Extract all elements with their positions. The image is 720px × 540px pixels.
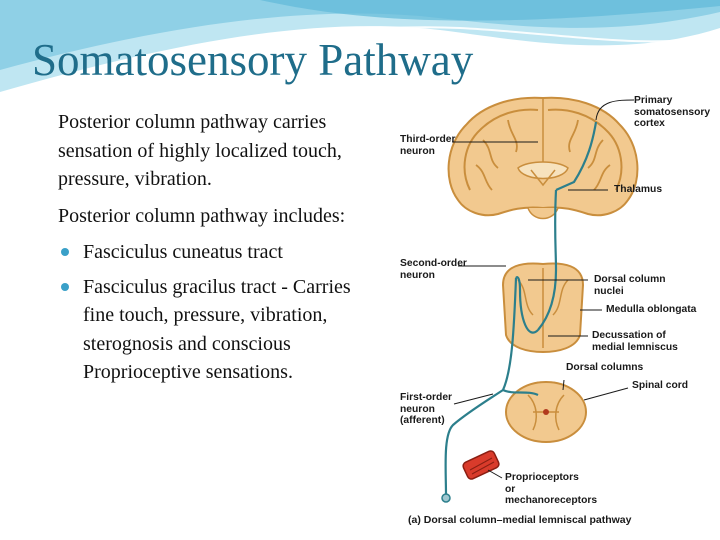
label-medulla-oblongata: Medulla oblongata — [606, 304, 697, 315]
pathway-illustration — [441, 96, 639, 503]
label-first-order-neuron: First-order neuron (afferent) — [400, 392, 453, 426]
label-thalamus: Thalamus — [614, 184, 663, 195]
label-dorsal-column-nuclei: Dorsal column nuclei — [594, 274, 666, 297]
label-decussation: Decussation of medial lemniscus — [592, 330, 678, 353]
label-third-order-neuron: Third-order neuron — [400, 134, 456, 157]
figure-caption: (a) Dorsal column–medial lemniscal pathw… — [408, 514, 632, 526]
body-paragraph: Posterior column pathway carries sensati… — [58, 111, 342, 190]
bullet-dot-icon — [61, 282, 69, 291]
list-item-text: Fasciculus cuneatus tract — [83, 241, 283, 263]
brain-section-icon — [447, 96, 639, 220]
label-primary-cortex: Primary somatosensory cortex — [634, 95, 711, 129]
label-second-order-neuron: Second-order neuron — [400, 258, 467, 281]
label-receptors: Proprioceptors or mechanoreceptors — [505, 472, 598, 506]
label-leader-lines — [452, 99, 635, 479]
label-dorsal-columns: Dorsal columns — [566, 362, 644, 373]
pathway-figure: Primary somatosensory cortex Third-order… — [388, 90, 720, 540]
list-item-text: Fasciculus gracilus tract - Carries fine… — [83, 275, 351, 384]
spinal-cord-section-icon — [505, 381, 587, 443]
slide-body: Posterior column pathway carries sensati… — [58, 108, 378, 393]
nerve-pathway-line — [444, 121, 598, 496]
bullet-dot-icon — [61, 248, 69, 256]
receptor-icon — [462, 450, 500, 480]
list-item: Fasciculus gracilus tract - Carries fine… — [58, 273, 378, 387]
slide-title: Somatosensory Pathway — [32, 35, 474, 85]
bullet-list: Fasciculus cuneatus tract Fasciculus gra… — [58, 238, 378, 387]
header-wave-decoration — [0, 0, 720, 101]
list-item: Fasciculus cuneatus tract — [58, 238, 378, 267]
label-spinal-cord: Spinal cord — [632, 380, 689, 391]
body-paragraph: Posterior column pathway includes: — [58, 204, 346, 227]
